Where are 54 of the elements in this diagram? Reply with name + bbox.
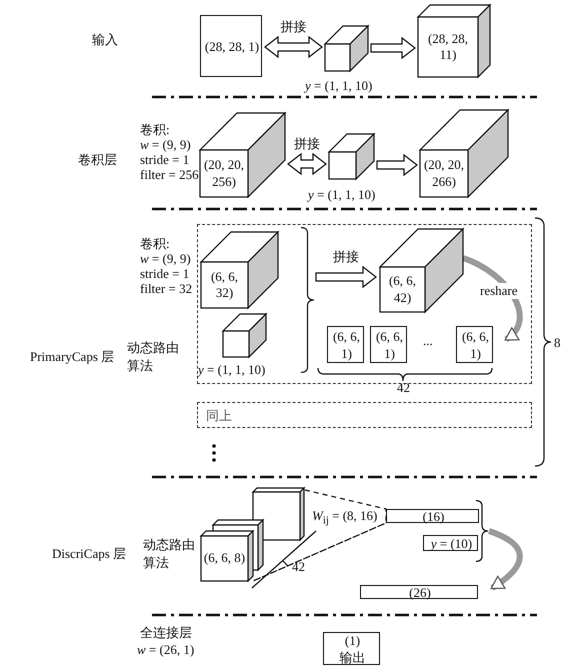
cube-block — [329, 134, 374, 179]
parameter-text: stride = 1 — [140, 152, 190, 168]
algorithm-text: 动态路由算法 — [143, 537, 196, 572]
tensor-box: (6, 6, 1) — [327, 326, 364, 363]
brace — [301, 227, 314, 373]
arrow — [488, 528, 523, 591]
layer-name: DiscriCaps 层 — [52, 546, 126, 562]
output-box: (1) 输出 — [323, 632, 380, 665]
dimension-label: y = (1, 1, 10) — [308, 187, 376, 203]
layer-name: 输入 — [92, 32, 118, 48]
cube-block: (20, 20, 256) — [200, 113, 285, 197]
cube-block: (6, 6, 32) — [201, 232, 278, 308]
tensor-box: (6, 6, 1) — [456, 326, 493, 363]
arrow — [287, 152, 327, 176]
cube-block: (6, 6, 42) — [380, 229, 463, 312]
parameter-text: filter = 256 — [140, 167, 199, 183]
layer-name: PrimaryCaps 层 — [30, 349, 114, 365]
cube-block — [325, 26, 368, 71]
layer-name: 卷积层 — [78, 152, 117, 168]
weight-label: W$_{ij}$ = (8, 16) — [312, 508, 378, 528]
edge-label: 拼接 — [280, 19, 306, 35]
arrow — [264, 36, 323, 58]
arrow — [315, 266, 377, 288]
ellipsis-text: ... — [423, 333, 433, 349]
arrow — [462, 255, 523, 342]
parameter-text: w = (9, 9) — [140, 137, 191, 153]
layer-name: 全连接层 — [140, 625, 192, 641]
parameter-text: w = (26, 1) — [137, 642, 194, 658]
arrow — [370, 36, 416, 60]
cube-block: (20, 20, 266) — [420, 110, 508, 197]
square-block: (28, 28, 1) — [200, 15, 262, 77]
count-label: 42 — [292, 559, 305, 575]
parameter-text: 卷积: — [140, 236, 170, 252]
edge-label: reshare — [480, 283, 518, 299]
parameter-text: stride = 1 — [140, 266, 190, 282]
algorithm-text: 动态路由算法 — [127, 340, 180, 376]
count-label: 42 — [397, 380, 410, 396]
edge-label: 拼接 — [333, 249, 359, 265]
brace — [476, 500, 488, 562]
arrow — [376, 154, 418, 176]
parameter-text: w = (9, 9) — [140, 251, 191, 267]
dashed-frame: 同上 — [197, 402, 532, 428]
dimension-label: y = (1, 1, 10) — [198, 362, 266, 378]
parameter-text: 卷积: — [140, 122, 170, 138]
dashed-line — [252, 489, 387, 582]
vector-bar: (26) — [360, 585, 478, 599]
edge-label: 拼接 — [294, 136, 320, 152]
parameter-text: filter = 32 — [140, 281, 192, 297]
tensor-box: (6, 6, 1) — [370, 326, 407, 363]
count-label: 8 — [554, 335, 560, 351]
cube-block — [223, 314, 266, 357]
dashed-frame — [197, 224, 532, 384]
dimension-label: y = (1, 1, 10) — [305, 78, 372, 94]
vector-bar: (16) — [386, 509, 479, 523]
